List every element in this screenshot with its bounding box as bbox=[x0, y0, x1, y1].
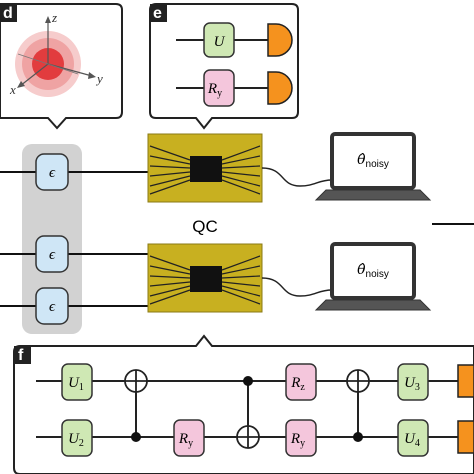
f-gate-u3-label: U3 bbox=[404, 375, 420, 393]
f-gate-u2 bbox=[61, 419, 93, 457]
f-gate-ry-2-label: Ry bbox=[290, 431, 305, 449]
f-gate-ry-2 bbox=[285, 419, 317, 457]
panel-f: f U1 U2 Ry Rz Ry U3 bbox=[13, 334, 474, 474]
quantum-chip-2 bbox=[147, 243, 263, 313]
noise-gate-3-label: ϵ bbox=[49, 299, 56, 315]
laptop-2-estimate: θ̂noisy bbox=[357, 262, 389, 280]
f-gate-rz-label: Rz bbox=[290, 375, 305, 393]
f-measure-2 bbox=[457, 420, 474, 454]
e-measure-2 bbox=[267, 71, 293, 105]
f-cnot-2-control bbox=[243, 376, 253, 386]
noise-gate-1-label: ϵ bbox=[49, 165, 56, 181]
e-measure-1 bbox=[267, 23, 293, 57]
z-axis-label: z bbox=[51, 10, 57, 25]
middle-section: ϵ ϵ ϵ QC θ̂noisy θ̂nois bbox=[0, 132, 474, 334]
f-measure-1 bbox=[457, 364, 474, 398]
f-cnot-1-control bbox=[131, 432, 141, 442]
noise-gate-3 bbox=[35, 287, 69, 325]
cable-1 bbox=[261, 167, 333, 187]
laptop-1-estimate: θ̂noisy bbox=[357, 152, 389, 170]
panel-f-tag: f bbox=[18, 347, 24, 364]
panel-e-tag: e bbox=[153, 5, 162, 22]
panel-d: d z y x bbox=[0, 3, 123, 130]
panel-e: e U Ry bbox=[149, 3, 299, 130]
f-gate-ry-1-label: Ry bbox=[178, 431, 193, 449]
x-axis bbox=[19, 63, 49, 87]
f-gate-rz bbox=[285, 363, 317, 401]
f-gate-u1 bbox=[61, 363, 93, 401]
f-gate-ry-1 bbox=[173, 419, 205, 457]
cable-2 bbox=[261, 277, 333, 297]
laptop-2: θ̂noisy bbox=[314, 242, 432, 311]
e-gate-ry bbox=[203, 69, 235, 107]
y-axis bbox=[47, 63, 93, 77]
f-gate-u2-label: U2 bbox=[68, 431, 84, 449]
f-gate-u1-label: U1 bbox=[68, 375, 84, 393]
quantum-chip-1 bbox=[147, 133, 263, 203]
f-gate-u4 bbox=[397, 419, 429, 457]
noise-gate-2-label: ϵ bbox=[49, 247, 56, 263]
f-gate-u4-label: U4 bbox=[404, 431, 420, 449]
e-gate-ry-label: Ry bbox=[207, 81, 222, 99]
panel-d-tag: d bbox=[3, 5, 13, 22]
laptop-1: θ̂noisy bbox=[314, 132, 432, 201]
e-gate-u bbox=[203, 22, 235, 58]
qc-label: QC bbox=[192, 217, 218, 236]
y-axis-label: y bbox=[95, 71, 103, 86]
e-gate-u-label: U bbox=[214, 34, 226, 50]
noise-gate-2 bbox=[35, 235, 69, 273]
f-gate-u3 bbox=[397, 363, 429, 401]
x-axis-label: x bbox=[9, 82, 16, 97]
f-cnot-3-control bbox=[353, 432, 363, 442]
noise-gate-1 bbox=[35, 153, 69, 191]
